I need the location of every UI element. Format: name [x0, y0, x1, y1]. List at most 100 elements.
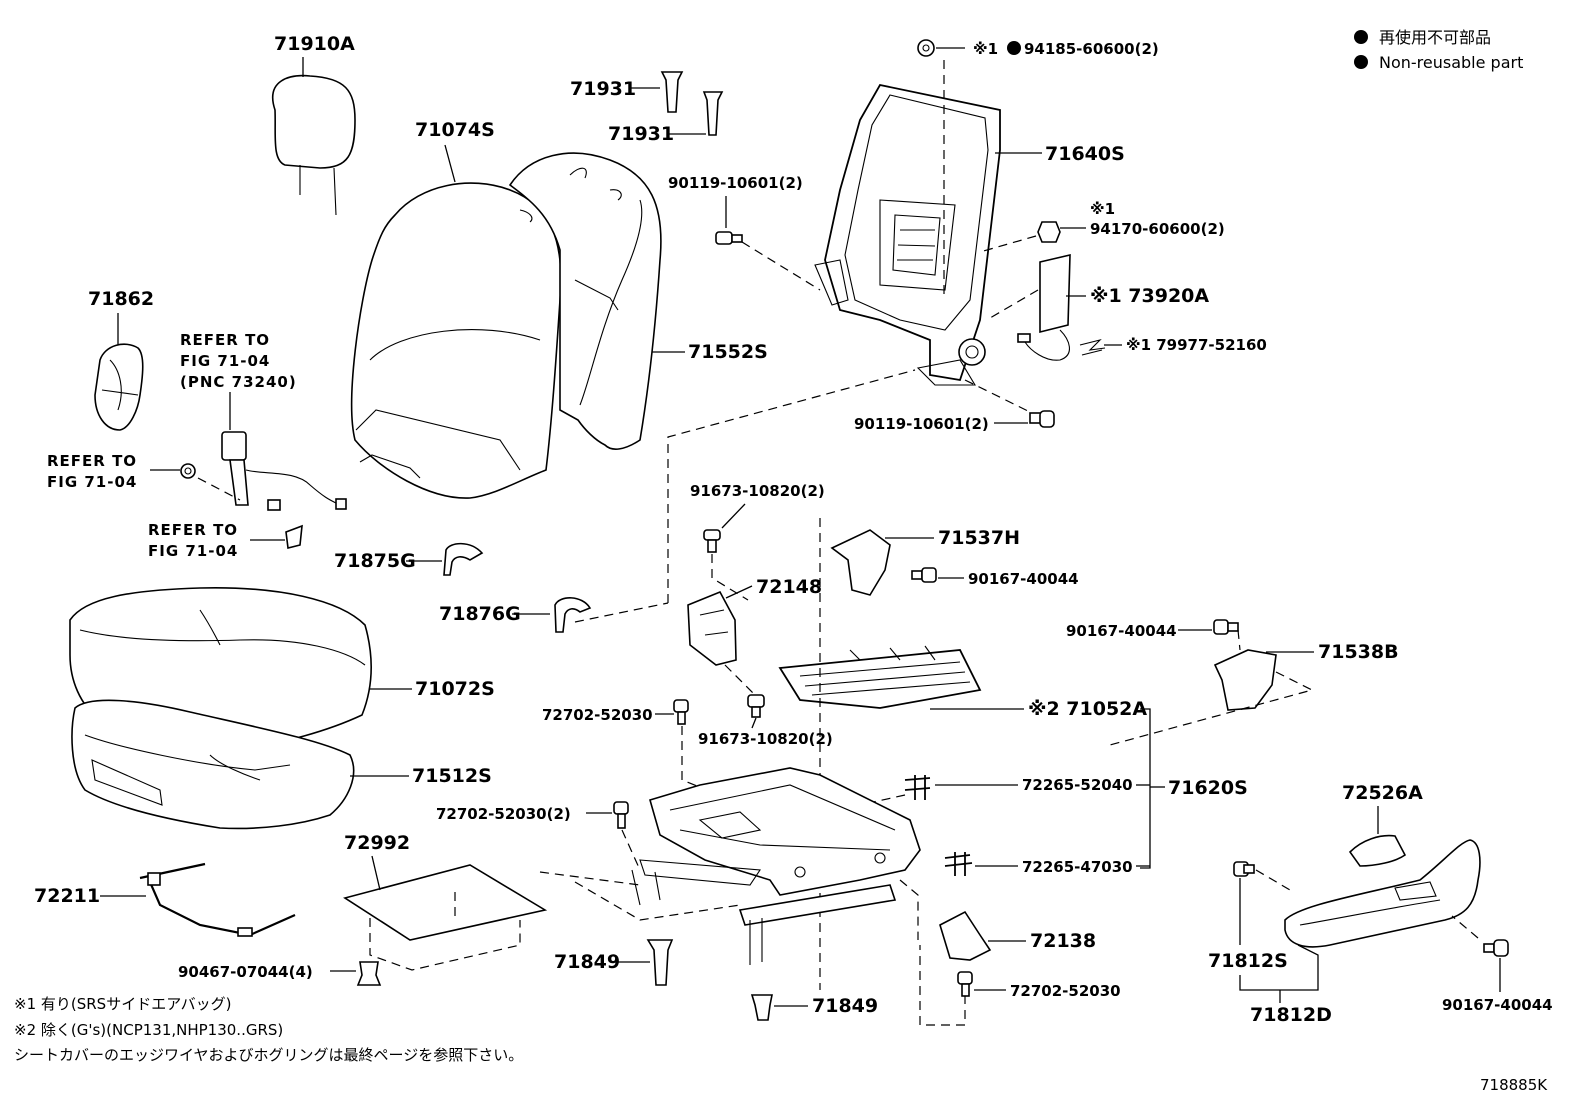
part-label-71812S: 71812S: [1208, 950, 1288, 972]
side-airbag-part: [1017, 253, 1071, 361]
part-label-71876G: 71876G: [439, 603, 521, 625]
refer-left2-line1: REFER TO: [148, 521, 238, 539]
part-label-71052A: ※2 71052A: [1028, 698, 1147, 720]
refer-left2-line2: FIG 71-04: [148, 542, 238, 560]
non-reusable-dot-icon: [1354, 30, 1368, 44]
non-reusable-dot-icon: [1007, 41, 1021, 55]
nut-part: [1037, 221, 1061, 243]
seat-pan-board-part: [343, 864, 548, 971]
bushing-part: [646, 939, 674, 986]
part-label-71849-b: 71849: [812, 995, 878, 1017]
part-label-72265-b: 72265-47030: [1022, 858, 1133, 876]
part-label-73920A: ※1 73920A: [1090, 285, 1209, 307]
footnote-2: ※2 除く(G's)(NCP131,NHP130..GRS): [14, 1021, 283, 1039]
seat-cushion-pad-part: [71, 699, 355, 830]
seatback-cover-part: [350, 182, 562, 499]
part-label-79977: ※1 79977-52160: [1126, 336, 1267, 354]
part-label-72265-a: 72265-52040: [1022, 776, 1133, 794]
part-label-71074S: 71074S: [415, 119, 495, 141]
seat-track-frame-part: [631, 767, 921, 965]
part-label-94185: 94185-60600(2): [1024, 40, 1159, 58]
bolt-part: [715, 231, 743, 245]
bolt-part: [1029, 410, 1055, 428]
bolt-part: [673, 699, 689, 725]
screw-part: [1233, 861, 1255, 877]
clip-part: [904, 775, 931, 800]
cover-part: [554, 597, 592, 633]
clip-part: [356, 961, 382, 986]
part-label-71931-a: 71931: [570, 78, 636, 100]
refer-left1-line1: REFER TO: [47, 452, 137, 470]
footnote-1: ※1 有り(SRSサイドエアバッグ): [14, 995, 231, 1013]
side-shield-part: [1284, 839, 1481, 948]
part-label-72702-b: 72702-52030(2): [436, 805, 571, 823]
part-label-90167-a: 90167-40044: [968, 570, 1079, 588]
part-label-90119-bottom: 90119-10601(2): [854, 415, 989, 433]
clip-part: [944, 852, 973, 876]
washer-part: [180, 463, 196, 479]
part-label-71538B: 71538B: [1318, 641, 1399, 663]
part-label-71552S: 71552S: [688, 341, 768, 363]
bushing-part: [750, 994, 773, 1021]
seat-spring-part: [778, 645, 982, 709]
cover-part: [1213, 649, 1277, 711]
part-label-72138: 72138: [1030, 930, 1096, 952]
part-label-71862: 71862: [88, 288, 154, 310]
part-label-72211: 72211: [34, 885, 100, 907]
part-label-72702-a: 72702-52030: [542, 706, 653, 724]
legend-label-en: Non-reusable part: [1379, 53, 1523, 72]
part-label-90119-top: 90119-10601(2): [668, 174, 803, 192]
part-label-72526A: 72526A: [1342, 782, 1423, 804]
cap-part: [285, 524, 303, 549]
bolt-part: [613, 801, 629, 829]
part-label-94185-mark: ※1: [973, 40, 998, 58]
bolt-part: [747, 694, 765, 718]
refer-belt-line2: FIG 71-04: [180, 352, 270, 370]
cover-part: [830, 529, 891, 596]
seat-belt-buckle-part: [221, 431, 347, 511]
part-label-71910A: 71910A: [274, 33, 355, 55]
part-label-71537H: 71537H: [938, 527, 1020, 549]
part-label-91673-bottom: 91673-10820(2): [698, 730, 833, 748]
footnote-3: シートカバーのエッジワイヤおよびホグリングは最終ページを参照下さい。: [14, 1046, 523, 1064]
bolt-part: [957, 971, 973, 997]
headrest-part: [272, 74, 356, 216]
part-label-71640S: 71640S: [1045, 143, 1125, 165]
refer-belt-line3: (PNC 73240): [180, 373, 297, 391]
seatback-pad-part: [508, 152, 662, 450]
wire-clip-part: [1079, 338, 1106, 356]
headrest-support-part: [660, 71, 724, 136]
part-label-72992: 72992: [344, 832, 410, 854]
cover-part: [939, 910, 992, 961]
part-label-90167-b: 90167-40044: [1066, 622, 1177, 640]
seatback-frame-part: [814, 83, 1001, 386]
part-label-71072S: 71072S: [415, 678, 495, 700]
seat-bracket-part: [687, 590, 737, 666]
refer-belt-line1: REFER TO: [180, 331, 270, 349]
part-label-71512S: 71512S: [412, 765, 492, 787]
part-label-94170: 94170-60600(2): [1090, 220, 1225, 238]
part-label-72702-c: 72702-52030: [1010, 982, 1121, 1000]
legend-label-jp: 再使用不可部品: [1379, 28, 1491, 47]
part-label-90167-c: 90167-40044: [1442, 996, 1553, 1014]
bolt-part: [911, 567, 937, 583]
non-reusable-dot-icon: [1354, 55, 1368, 69]
part-label-72148: 72148: [756, 576, 822, 598]
refer-left1-line2: FIG 71-04: [47, 473, 137, 491]
legend: 再使用不可部品 Non-reusable part: [1354, 28, 1523, 72]
part-label-91673-top: 91673-10820(2): [690, 482, 825, 500]
bolt-part: [1213, 619, 1239, 635]
part-label-90467: 90467-07044(4): [178, 963, 313, 981]
recliner-cover-part: [94, 343, 144, 431]
part-label-71931-b: 71931: [608, 123, 674, 145]
cover-part: [443, 542, 484, 576]
part-label-71812D: 71812D: [1250, 1004, 1332, 1026]
part-label-71875G: 71875G: [334, 550, 416, 572]
wire-harness-part: [139, 862, 296, 937]
part-label-71620S: 71620S: [1168, 777, 1248, 799]
shield-cover-part: [1348, 834, 1407, 867]
figure-code: 718885K: [1480, 1076, 1548, 1094]
part-label-71849-a: 71849: [554, 951, 620, 973]
bolt-part: [703, 529, 721, 553]
